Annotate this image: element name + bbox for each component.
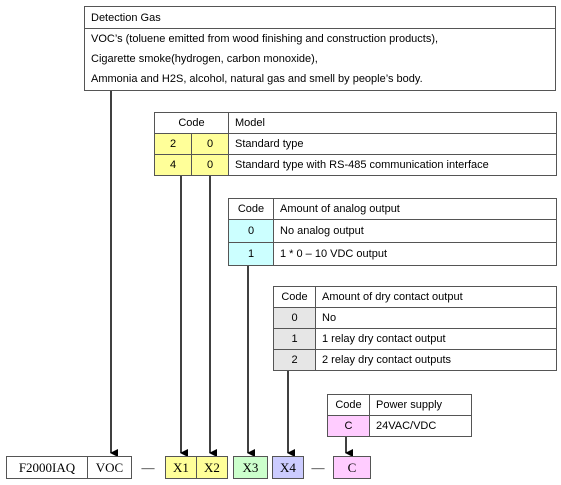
part-dash: — bbox=[311, 459, 325, 475]
dry-header: Amount of dry contact output bbox=[315, 286, 557, 308]
part-x1: X1 bbox=[165, 456, 197, 479]
code-header: Code bbox=[154, 112, 229, 134]
part-gas: VOC bbox=[87, 456, 132, 479]
model-code: 0 bbox=[191, 133, 229, 155]
power-desc: 24VAC/VDC bbox=[369, 415, 472, 437]
part-dash: — bbox=[141, 459, 155, 475]
analog-desc: No analog output bbox=[273, 219, 557, 243]
analog-code: 0 bbox=[228, 219, 274, 243]
gas-title: Detection Gas bbox=[84, 6, 556, 29]
model-desc: Standard type with RS-485 communication … bbox=[228, 154, 557, 176]
dry-code: 2 bbox=[273, 349, 316, 371]
code-header: Code bbox=[327, 394, 370, 416]
dry-desc: 1 relay dry contact output bbox=[315, 328, 557, 350]
part-x2: X2 bbox=[196, 456, 228, 479]
analog-desc: 1 * 0 – 10 VDC output bbox=[273, 242, 557, 266]
part-suffix: C bbox=[333, 456, 371, 479]
dry-code: 0 bbox=[273, 307, 316, 329]
dry-code: 1 bbox=[273, 328, 316, 350]
part-x3: X3 bbox=[233, 456, 268, 479]
model-code: 4 bbox=[154, 154, 192, 176]
power-code: C bbox=[327, 415, 370, 437]
analog-code: 1 bbox=[228, 242, 274, 266]
dry-desc: No bbox=[315, 307, 557, 329]
part-x4: X4 bbox=[272, 456, 304, 479]
gas-line: Cigarette smoke(hydrogen, carbon monoxid… bbox=[84, 48, 556, 69]
code-header: Code bbox=[273, 286, 316, 308]
part-base: F2000IAQ bbox=[6, 456, 88, 479]
gas-line: Ammonia and H2S, alcohol, natural gas an… bbox=[84, 68, 556, 91]
dry-desc: 2 relay dry contact outputs bbox=[315, 349, 557, 371]
power-header: Power supply bbox=[369, 394, 472, 416]
model-code: 2 bbox=[154, 133, 192, 155]
model-desc: Standard type bbox=[228, 133, 557, 155]
gas-line: VOC’s (toluene emitted from wood finishi… bbox=[84, 28, 556, 49]
code-header: Code bbox=[228, 198, 274, 220]
analog-header: Amount of analog output bbox=[273, 198, 557, 220]
model-header: Model bbox=[228, 112, 557, 134]
model-code: 0 bbox=[191, 154, 229, 176]
